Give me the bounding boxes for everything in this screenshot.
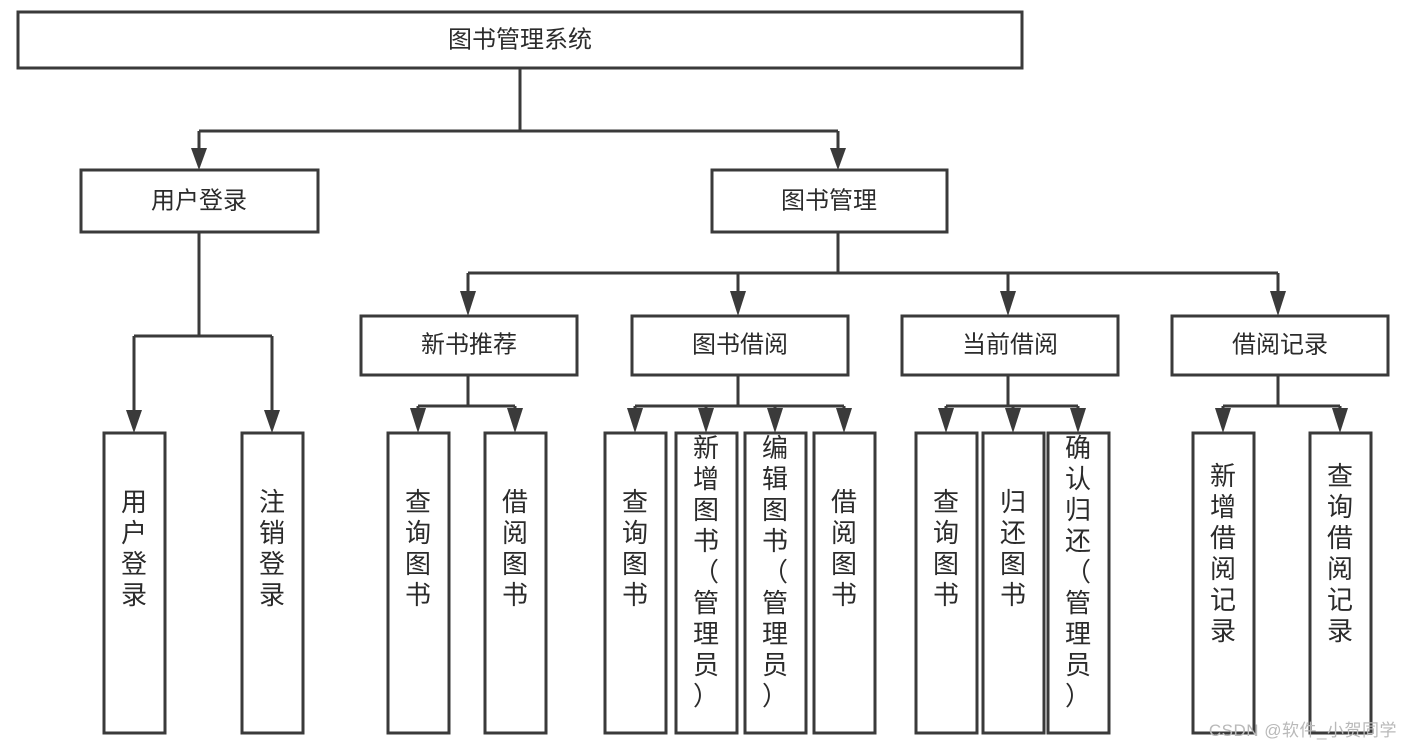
arrowhead-bw-leaf-1 [627,408,643,433]
arrowhead-leaf-user-login [126,410,142,433]
connector-group-bookmanage-to-level3 [460,232,1286,316]
leaf-bw-borrow-book-box[interactable] [812,431,877,735]
leaf-cur-return-book-label: 归还图书 [1000,487,1026,610]
arrowhead-rec-leaf-1 [1215,408,1231,433]
leaf-node-cur-confirm-return[interactable]: 确认归还（管理员） [1046,431,1111,735]
arrowhead-borrow [730,291,746,316]
connector-group-borrow-to-leaves [627,375,852,433]
leaf-bw-edit-book-box[interactable] [743,431,808,735]
leaf-node-logout[interactable]: 注销登录 [240,431,305,735]
node-borrow-record[interactable]: 借阅记录 [1170,314,1390,377]
leaf-node-user-login[interactable]: 用户登录 [102,431,167,735]
leaf-node-nb-query-book[interactable]: 查询图书 [386,431,451,735]
leaf-bw-borrow-book-label: 借阅图书 [831,487,857,610]
leaf-node-cur-return-book[interactable]: 归还图书 [981,431,1046,735]
leaf-cur-return-book-box[interactable] [981,431,1046,735]
leaf-bw-add-book-box[interactable] [674,431,739,735]
arrowhead-bw-leaf-2 [698,408,714,433]
connector-group-current-to-leaves [938,375,1086,433]
arrowhead-nb-leaf-1 [410,408,426,433]
node-current-borrow-label: 当前借阅 [962,331,1058,358]
node-borrow-record-box[interactable] [1170,314,1390,377]
connector-group-root-to-level2 [191,68,846,170]
arrowhead-nb-leaf-2 [507,408,523,433]
node-book-borrow-box[interactable] [630,314,850,377]
leaf-nb-borrow-book-label: 借阅图书 [502,487,528,610]
leaf-user-login-label: 用户登录 [121,487,147,610]
leaf-rec-add-record-label: 新增借阅记录 [1210,461,1236,646]
arrowhead-bw-leaf-4 [836,408,852,433]
arrowhead-record [1270,291,1286,316]
leaf-node-rec-query-record[interactable]: 查询借阅记录 [1308,431,1373,735]
node-new-book-recommend-label: 新书推荐 [421,331,517,358]
node-book-management-label: 图书管理 [781,187,877,214]
node-root-system[interactable]: 图书管理系统 [16,10,1024,70]
arrowhead-rec-leaf-2 [1332,408,1348,433]
node-borrow-record-label: 借阅记录 [1232,331,1328,358]
leaf-logout-label: 注销登录 [259,487,285,610]
node-root-box[interactable] [16,10,1024,70]
leaf-logout-box[interactable] [240,431,305,735]
leaf-rec-add-record-box[interactable] [1191,431,1256,735]
arrowhead-leaf-logout [264,410,280,433]
leaf-node-rec-add-record[interactable]: 新增借阅记录 [1191,431,1256,735]
csdn-watermark: CSDN @软件_小贺同学 [1208,721,1397,740]
leaf-node-bw-query-book[interactable]: 查询图书 [603,431,668,735]
leaf-nb-query-book-label: 查询图书 [405,487,431,610]
node-book-borrow[interactable]: 图书借阅 [630,314,850,377]
node-book-management[interactable]: 图书管理 [710,168,949,234]
arrowhead-book-manage [830,148,846,170]
leaf-node-bw-add-book[interactable]: 新增图书（管理员） [674,431,739,735]
node-current-borrow[interactable]: 当前借阅 [900,314,1120,377]
leaf-cur-query-book-box[interactable] [914,431,979,735]
connector-group-userlogin-to-leaves [126,232,280,433]
leaf-nb-borrow-book-box[interactable] [483,431,548,735]
node-current-borrow-box[interactable] [900,314,1120,377]
leaf-nb-query-book-box[interactable] [386,431,451,735]
node-new-book-recommend[interactable]: 新书推荐 [359,314,579,377]
node-user-login-label: 用户登录 [151,187,247,214]
node-user-login-box[interactable] [79,168,320,234]
node-new-book-recommend-box[interactable] [359,314,579,377]
leaf-user-login-box[interactable] [102,431,167,735]
node-root-label: 图书管理系统 [448,26,592,53]
leaf-bw-edit-book-label: 编辑图书（管理员） [762,433,788,711]
leaf-node-bw-borrow-book[interactable]: 借阅图书 [812,431,877,735]
arrowhead-cur-leaf-3 [1070,408,1086,433]
leaf-bw-query-book-label: 查询图书 [622,487,648,610]
leaf-node-nb-borrow-book[interactable]: 借阅图书 [483,431,548,735]
arrowhead-cur-leaf-2 [1005,408,1021,433]
arrowhead-bw-leaf-3 [767,408,783,433]
arrowhead-cur-leaf-1 [938,408,954,433]
leaf-rec-query-record-label: 查询借阅记录 [1327,461,1353,646]
leaf-node-cur-query-book[interactable]: 查询图书 [914,431,979,735]
node-book-management-box[interactable] [710,168,949,234]
leaf-cur-query-book-label: 查询图书 [933,487,959,610]
leaf-node-bw-edit-book[interactable]: 编辑图书（管理员） [743,431,808,735]
leaf-cur-confirm-return-label: 确认归还（管理员） [1065,433,1091,711]
leaf-bw-query-book-box[interactable] [603,431,668,735]
leaf-bw-add-book-label: 新增图书（管理员） [693,433,719,711]
arrowhead-newbook [460,291,476,316]
connector-group-newbook-to-leaves [410,375,523,433]
arrowhead-current [1000,291,1016,316]
connector-group-record-to-leaves [1215,375,1348,433]
arrowhead-user-login [191,148,207,170]
leaf-cur-confirm-return-box[interactable] [1046,431,1111,735]
node-book-borrow-label: 图书借阅 [692,331,788,358]
node-user-login[interactable]: 用户登录 [79,168,320,234]
leaf-rec-query-record-box[interactable] [1308,431,1373,735]
